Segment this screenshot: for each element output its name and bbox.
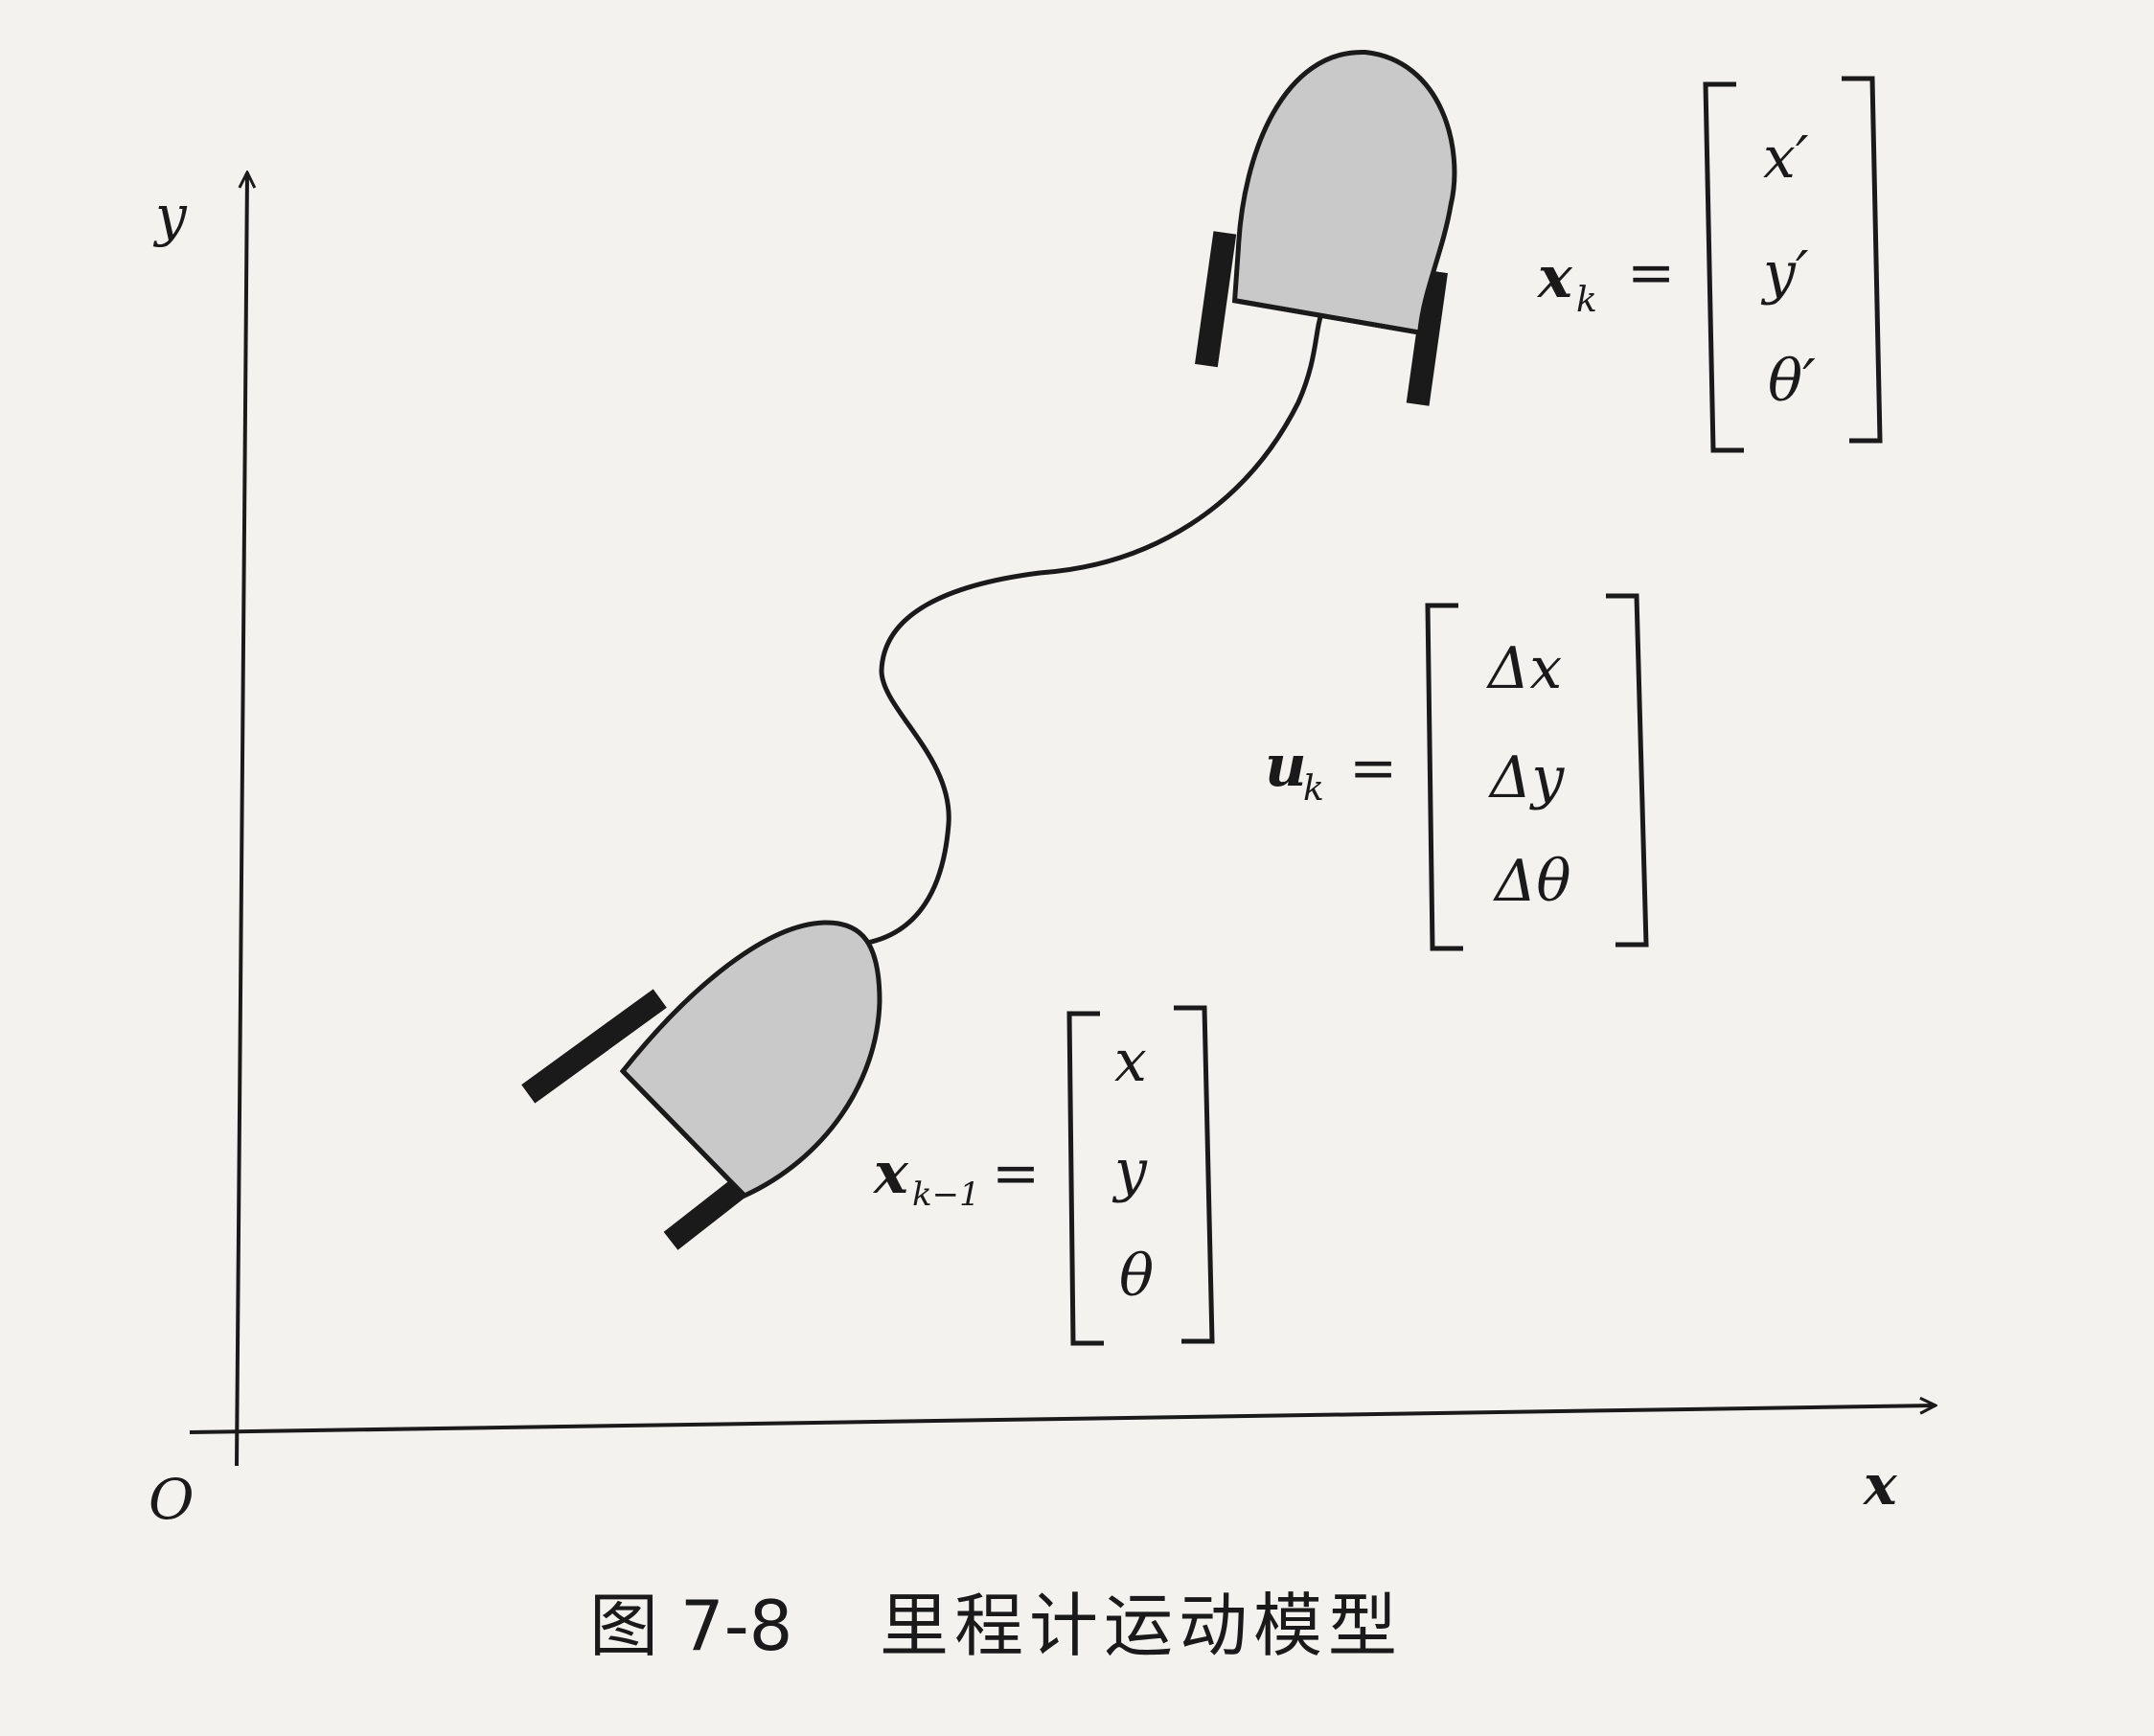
robot-k-minus-1-axle	[621, 1069, 746, 1198]
origin-label: O	[149, 1467, 195, 1532]
trajectory-curve	[861, 310, 1325, 947]
robot-k-axle	[1232, 298, 1422, 335]
state-k-minus-1-subscript: k−1	[912, 1176, 980, 1214]
robot-k-minus-1	[521, 920, 882, 1250]
control-k-symbol: u	[1265, 733, 1307, 800]
state-k-symbol: x	[1536, 244, 1573, 311]
robot-k-left-wheel	[1195, 231, 1237, 368]
control-k-right-bracket	[1606, 593, 1649, 948]
state-k-entry-1: x′	[1763, 125, 1809, 192]
state-k-subscript: k	[1576, 281, 1597, 320]
state-vector-k: x k = x′ y′ θ′	[1536, 76, 1883, 453]
figure-number: 图 7-8	[589, 1586, 793, 1666]
state-k-right-bracket	[1842, 76, 1883, 444]
robot-k	[1195, 50, 1457, 406]
state-k-minus-1-entry-3: θ	[1119, 1243, 1154, 1310]
control-k-entry-1: Δx	[1486, 635, 1562, 702]
state-k-minus-1-equals: =	[992, 1140, 1040, 1207]
state-k-minus-1-left-bracket	[1066, 1011, 1104, 1346]
x-axis-label: x	[1862, 1452, 1898, 1518]
y-axis-label: y	[152, 183, 188, 248]
state-k-minus-1-entry-2: y	[1111, 1137, 1148, 1204]
robot-k-minus-1-body	[619, 920, 882, 1199]
control-k-entry-3: Δθ	[1493, 848, 1570, 915]
robot-k-minus-1-upper-wheel	[521, 989, 667, 1104]
state-k-left-bracket	[1703, 81, 1744, 453]
control-k-entry-2: Δy	[1488, 744, 1565, 811]
state-k-equals: =	[1627, 240, 1675, 307]
control-k-equals: =	[1349, 735, 1397, 802]
state-vector-k-minus-1: x k−1 = x y θ	[872, 1005, 1215, 1346]
robot-k-body	[1231, 50, 1457, 336]
state-k-minus-1-right-bracket	[1174, 1005, 1215, 1344]
control-vector-k: u k = Δx Δy Δθ	[1265, 593, 1649, 951]
state-k-entry-2: y′	[1760, 240, 1809, 307]
state-k-minus-1-entry-1: x	[1114, 1028, 1147, 1095]
figure-title: 里程计运动模型	[880, 1586, 1403, 1666]
state-k-entry-3: θ′	[1768, 348, 1816, 415]
control-k-left-bracket	[1425, 603, 1463, 951]
x-axis	[189, 1405, 1936, 1434]
y-axis	[235, 172, 247, 1467]
control-k-subscript: k	[1303, 769, 1324, 809]
robot-k-right-wheel	[1406, 269, 1448, 406]
state-k-minus-1-symbol: x	[872, 1140, 909, 1207]
